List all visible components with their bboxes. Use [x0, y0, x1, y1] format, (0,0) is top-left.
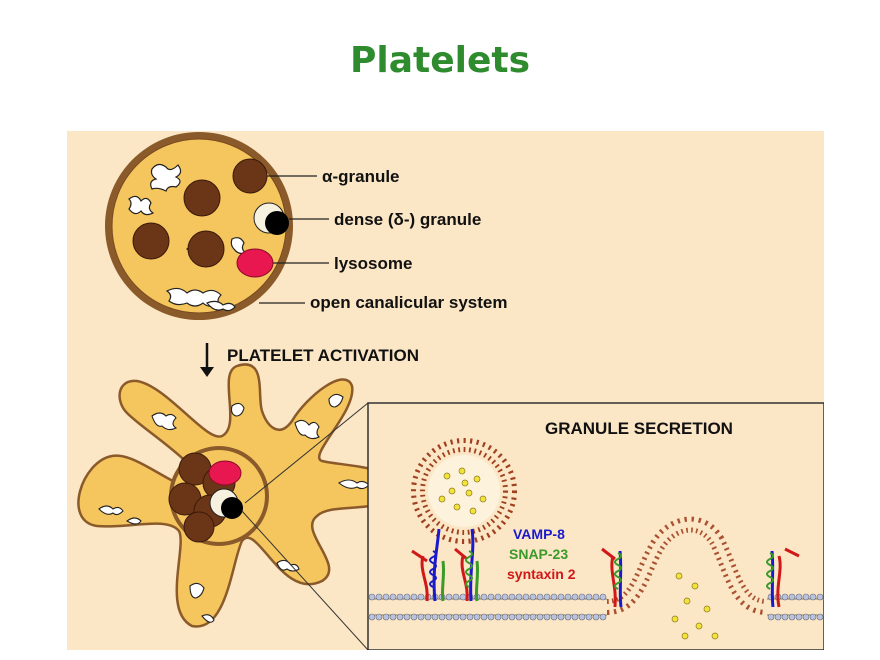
- activation-arrow-icon: [200, 343, 214, 377]
- dense-granule-activated: [209, 488, 243, 519]
- label-dense-granule: dense (δ-) granule: [334, 210, 481, 229]
- label-activation: PLATELET ACTIVATION: [227, 346, 419, 365]
- lysosome-activated: [208, 460, 242, 486]
- alpha-granules-resting: [132, 158, 268, 268]
- label-snap23: SNAP-23: [509, 546, 568, 562]
- snare-complex-left: [411, 528, 446, 602]
- activated-platelet: [77, 363, 399, 628]
- label-lysosome: lysosome: [334, 254, 412, 273]
- platelet-diagram: α-granule dense (δ-) granule lysosome op…: [67, 131, 824, 650]
- dense-granule-resting: [253, 202, 289, 235]
- resting-platelet: [105, 132, 293, 320]
- label-vamp8: VAMP-8: [513, 526, 565, 542]
- snare-complex-right: [766, 547, 800, 608]
- snare-complex-pore: [601, 547, 623, 608]
- inset-title: GRANULE SECRETION: [545, 419, 733, 438]
- label-syntaxin2: syntaxin 2: [507, 566, 576, 582]
- lysosome-resting: [236, 248, 274, 278]
- label-ocs: open canalicular system: [310, 293, 507, 312]
- secretory-granule: [411, 438, 517, 544]
- label-alpha-granule: α-granule: [322, 167, 400, 186]
- slide-title: Platelets: [349, 40, 531, 81]
- granule-secretion-inset: GRANULE SECRETION: [367, 402, 824, 650]
- snare-complex-center: [454, 528, 480, 602]
